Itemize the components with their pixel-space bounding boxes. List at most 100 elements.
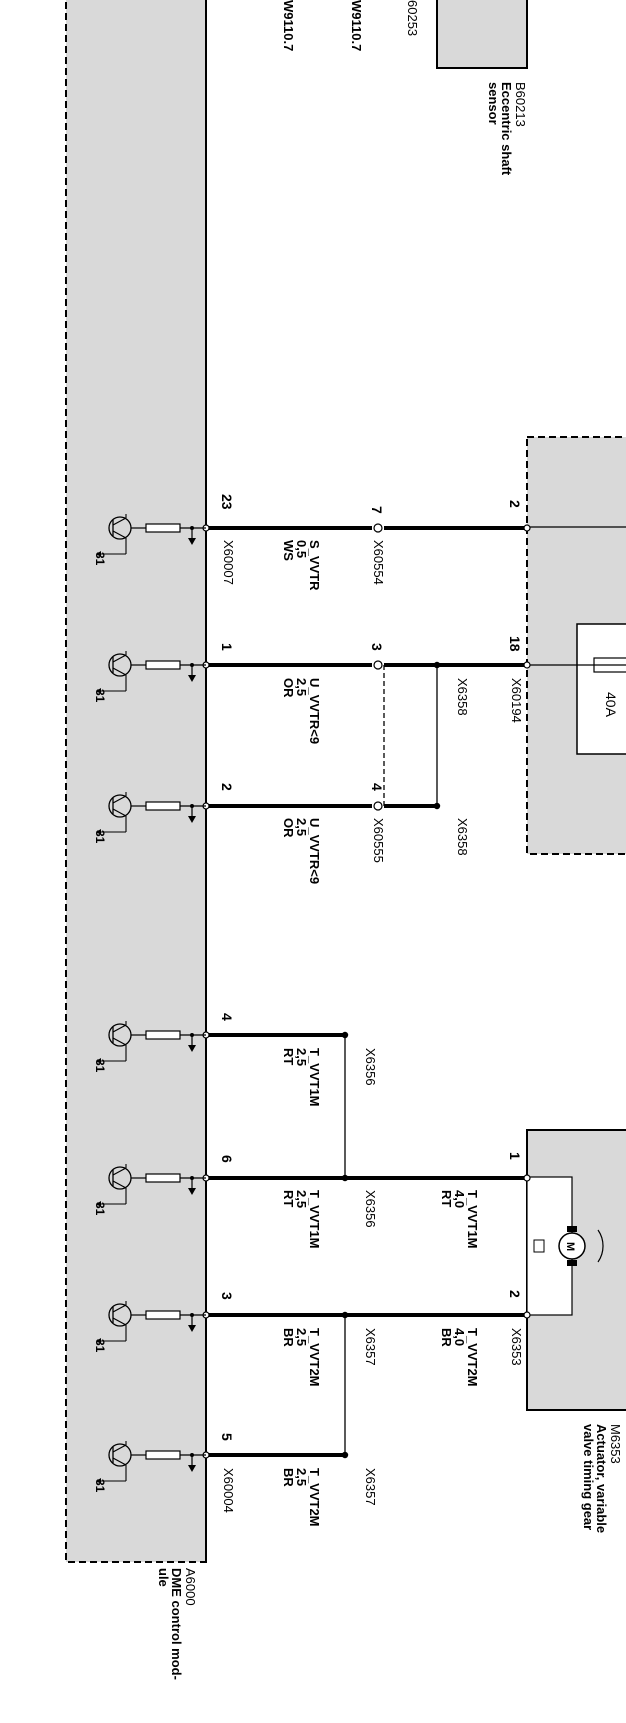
fuse-box <box>576 623 626 755</box>
dme-title: A6000 DME control mod- ule <box>156 1568 198 1680</box>
motor-rotation-arrow <box>597 1229 604 1263</box>
splice-group <box>344 665 438 1455</box>
wire-color: RT <box>281 1190 296 1207</box>
wire-color: RT <box>439 1190 454 1207</box>
wire-name: T_VVT1M <box>465 1190 480 1249</box>
component-name: valve timing gear <box>581 1424 596 1530</box>
connector-label: X60007 <box>221 540 236 585</box>
wire-name: T_VVT1M <box>307 1190 322 1249</box>
wire-size: 2,5 <box>294 1048 309 1066</box>
wire-name: U_VVTR<9 <box>307 818 322 884</box>
component-id: B60213 <box>513 82 528 127</box>
wire-label-t-vvt1m-act: T_VVT1M 4,0 RT <box>439 1190 480 1249</box>
pin-number: 1 <box>219 643 235 651</box>
wire-size: 2,5 <box>294 678 309 696</box>
motor-brush-2 <box>567 1260 577 1266</box>
wire-size: 2,5 <box>294 1328 309 1346</box>
wire-label-s-vvtr: S_VVTR 0,5 WS <box>281 540 322 591</box>
wire-color: BR <box>281 1468 296 1487</box>
wire-color: BR <box>439 1328 454 1347</box>
pin-circle <box>373 523 383 533</box>
component-name: ule <box>156 1568 171 1587</box>
wire-color: OR <box>281 818 296 838</box>
wire-color: WS <box>281 540 296 561</box>
motor-label: M <box>564 1242 576 1251</box>
splice-dot <box>341 1451 349 1459</box>
wire-size: 0,5 <box>294 540 309 558</box>
splice-dot <box>341 1311 349 1319</box>
wire-label-t-vvt1m-2: T_VVT1M 2,5 RT <box>281 1190 322 1249</box>
wire-label-t-vvt2m-act: T_VVT2M 4,0 BR <box>439 1328 480 1387</box>
wire-label-t-vvt2m-2: T_VVT2M 2,5 BR <box>281 1468 322 1527</box>
wire-name: T_VVT2M <box>307 1328 322 1387</box>
pin-circle <box>523 661 531 669</box>
fuse-label: 40A <box>603 692 619 718</box>
component-name: sensor <box>486 82 501 125</box>
pin-number: 3 <box>219 1292 235 1300</box>
eccentric-sensor-box <box>436 0 528 69</box>
pin-number: 2 <box>507 500 523 508</box>
actuator-title: M6353 Actuator, variable valve timing ge… <box>581 1424 623 1533</box>
pin-circle <box>523 1174 531 1182</box>
wire-group <box>206 526 527 1457</box>
connector-label: X60194 <box>509 678 524 723</box>
connector-label: X6358 <box>455 678 470 716</box>
top-wire-label: W9110.7 <box>281 0 296 51</box>
component-name: DME control mod- <box>169 1568 184 1680</box>
ground-label: 31 <box>93 1479 107 1493</box>
wire-size: 4,0 <box>452 1190 467 1208</box>
splice-dot <box>433 802 441 810</box>
pin-number: 4 <box>219 1013 235 1021</box>
pin-number: 3 <box>369 643 385 651</box>
pin-number: 7 <box>369 506 385 514</box>
wire-name: T_VVT2M <box>307 1468 322 1527</box>
splice-dot <box>433 661 441 669</box>
splice-dot <box>341 1174 349 1182</box>
top-wire-label: W9110.7 <box>349 0 364 51</box>
wire-label-t-vvt2m-1: T_VVT2M 2,5 BR <box>281 1328 322 1387</box>
connector-label: X6356 <box>363 1048 378 1086</box>
pin-circle <box>523 524 531 532</box>
component-name: Actuator, variable <box>594 1424 609 1533</box>
ground-label: 31 <box>93 1059 107 1073</box>
connector-label: X6356 <box>363 1190 378 1228</box>
pin-number: 5 <box>219 1433 235 1441</box>
top-connector-label: 60253 <box>405 0 420 36</box>
pin-number: 18 <box>507 636 523 652</box>
splice-dot <box>341 1031 349 1039</box>
pin-circle <box>373 801 383 811</box>
pin-circle <box>373 660 383 670</box>
motor-symbol <box>558 1232 586 1260</box>
connector-label: X6357 <box>363 1328 378 1366</box>
pin-number: 1 <box>507 1152 523 1160</box>
wire-name: T_VVT1M <box>307 1048 322 1107</box>
wire-name: T_VVT2M <box>465 1328 480 1387</box>
pin-number: 6 <box>219 1155 235 1163</box>
wire-color: RT <box>281 1048 296 1065</box>
connector-label: X60004 <box>221 1468 236 1513</box>
connector-label: X60554 <box>371 540 386 585</box>
wire-label-u-vvtr-1: U_VVTR<9 2,5 OR <box>281 678 322 744</box>
motor-connector-symbol <box>533 1239 545 1253</box>
dot-group <box>341 661 441 1459</box>
wire-size: 2,5 <box>294 1468 309 1486</box>
pin-number: 2 <box>507 1290 523 1298</box>
connector-label: X6358 <box>455 818 470 856</box>
wire-size: 2,5 <box>294 1190 309 1208</box>
pin-number: 4 <box>369 783 385 791</box>
motor-brush-1 <box>567 1226 577 1232</box>
wire-size: 4,0 <box>452 1328 467 1346</box>
connector-label: X6353 <box>509 1328 524 1366</box>
pin-number: 2 <box>219 783 235 791</box>
wire-color: BR <box>281 1328 296 1347</box>
ground-label: 31 <box>93 1202 107 1216</box>
wire-size: 2,5 <box>294 818 309 836</box>
ground-label: 31 <box>93 552 107 566</box>
wire-label-t-vvt1m-1: T_VVT1M 2,5 RT <box>281 1048 322 1107</box>
connector-label: X60555 <box>371 818 386 863</box>
wire-name: S_VVTR <box>307 540 322 591</box>
wire-color: OR <box>281 678 296 698</box>
dme-module-box <box>65 0 207 1563</box>
ground-label: 31 <box>93 689 107 703</box>
